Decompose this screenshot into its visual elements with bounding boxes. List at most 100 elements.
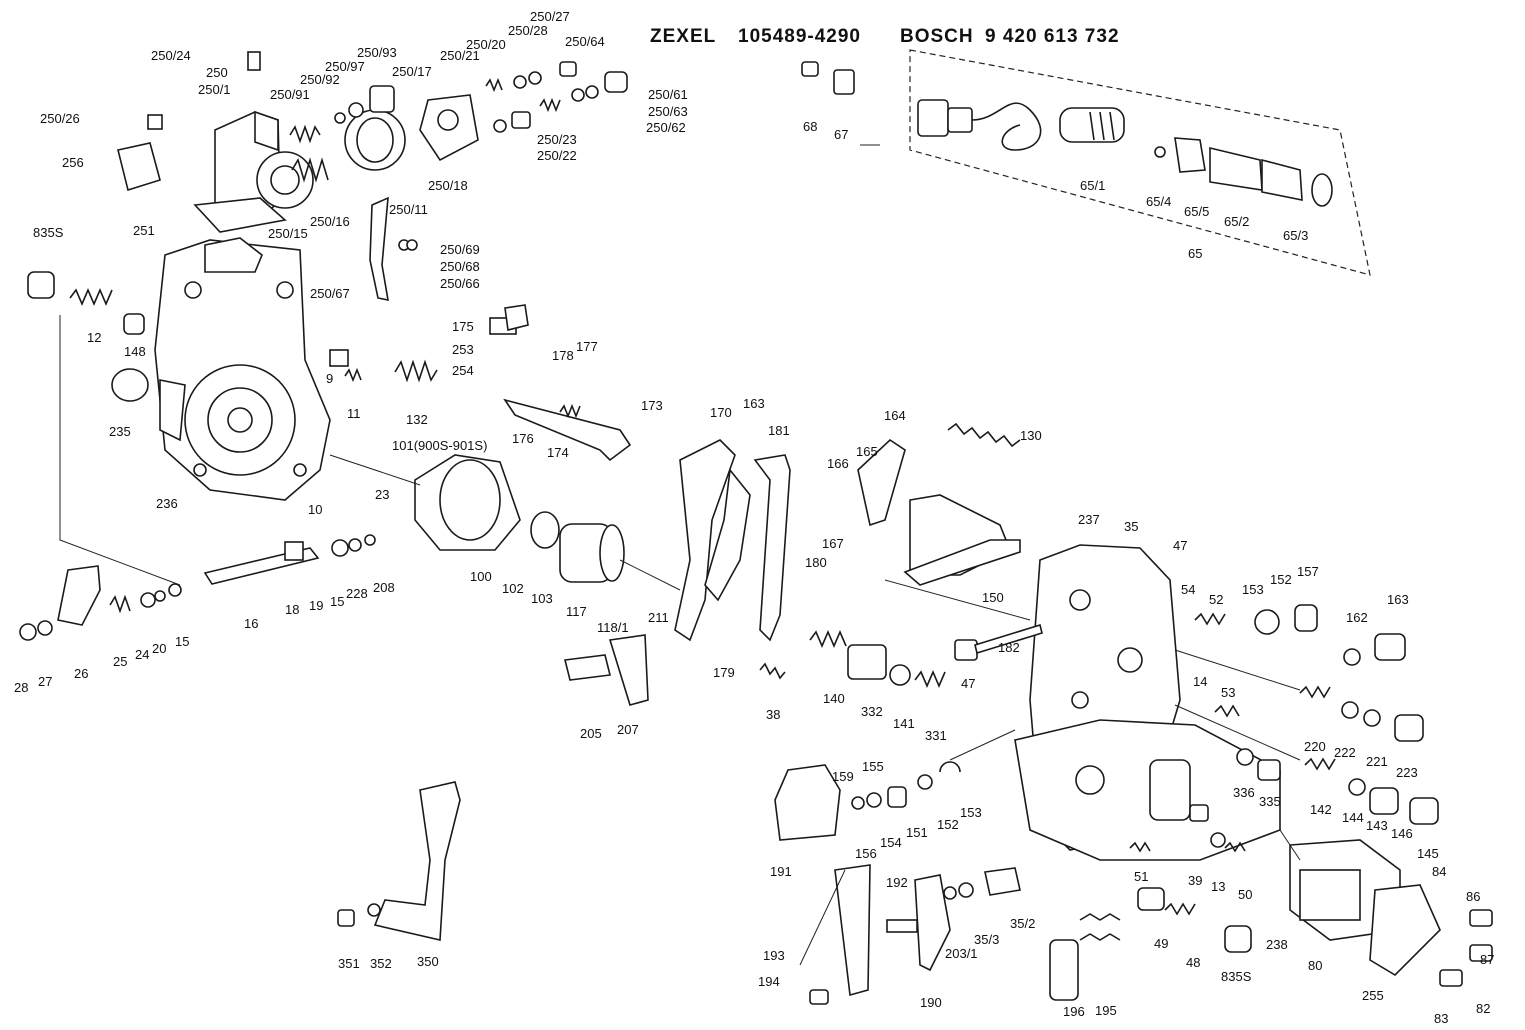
part-callout-label: 153	[960, 805, 982, 820]
part-callouts: 250/24250250/1250/26256250/91250/92250/9…	[14, 9, 1494, 1026]
diagram-header: ZEXEL 105489-4290 BOSCH 9 420 613 732	[650, 26, 1120, 47]
part-number-bosch: 9 420 613 732	[985, 26, 1120, 47]
part-callout-label: 83	[1434, 1011, 1448, 1026]
part-number-zexel: 105489-4290	[738, 26, 861, 47]
part-callout-label: 179	[713, 665, 735, 680]
part-callout-label: 35/2	[1010, 916, 1035, 931]
part-callout-label: 174	[547, 445, 569, 460]
part-callout-label: 250/28	[508, 23, 548, 38]
part-callout-label: 250/68	[440, 259, 480, 274]
lower-parts	[337, 629, 1493, 1005]
part-callout-label: 250/61	[648, 87, 688, 102]
part-callout-label: 152	[1270, 572, 1292, 587]
part-callout-label: 166	[827, 456, 849, 471]
part-callout-label: 250/15	[268, 226, 308, 241]
part-callout-label: 250/21	[440, 48, 480, 63]
part-callout-label: 332	[861, 704, 883, 719]
part-callout-label: 155	[862, 759, 884, 774]
part-callout-label: 250/23	[537, 132, 577, 147]
part-callout-label: 191	[770, 864, 792, 879]
part-callout-label: 101(900S-901S)	[392, 438, 487, 453]
part-callout-label: 53	[1221, 685, 1235, 700]
part-callout-label: 177	[576, 339, 598, 354]
part-callout-label: 152	[937, 817, 959, 832]
part-callout-label: 14	[1193, 674, 1207, 689]
part-callout-label: 49	[1154, 936, 1168, 951]
part-callout-label: 220	[1304, 739, 1326, 754]
part-callout-label: 222	[1334, 745, 1356, 760]
part-callout-label: 15	[175, 634, 189, 649]
part-callout-label: 193	[763, 948, 785, 963]
part-callout-label: 145	[1417, 846, 1439, 861]
part-callout-label: 102	[502, 581, 524, 596]
part-callout-label: 250/64	[565, 34, 605, 49]
part-callout-label: 141	[893, 716, 915, 731]
part-callout-label: 250/66	[440, 276, 480, 291]
brand-zexel: ZEXEL	[650, 26, 716, 47]
part-callout-label: 250/62	[646, 120, 686, 135]
part-callout-label: 250/69	[440, 242, 480, 257]
part-callout-label: 9	[326, 371, 333, 386]
part-callout-label: 250/16	[310, 214, 350, 229]
flyweight-assembly	[19, 454, 625, 641]
part-callout-label: 156	[855, 846, 877, 861]
lever-assembly	[369, 196, 1021, 706]
part-callout-label: 151	[906, 825, 928, 840]
part-callout-label: 182	[998, 640, 1020, 655]
part-callout-label: 150	[982, 590, 1004, 605]
part-callout-label: 250/92	[300, 72, 340, 87]
part-callout-label: 163	[1387, 592, 1409, 607]
part-callout-label: 142	[1310, 802, 1332, 817]
part-callout-label: 117	[566, 604, 587, 619]
part-callout-label: 15	[330, 594, 344, 609]
part-callout-label: 250/67	[310, 286, 350, 301]
part-callout-label: 250/22	[537, 148, 577, 163]
part-callout-label: 170	[710, 405, 732, 420]
part-callout-label: 164	[884, 408, 906, 423]
part-callout-label: 48	[1186, 955, 1200, 970]
part-callout-label: 256	[62, 155, 84, 170]
part-callout-label: 159	[832, 769, 854, 784]
part-callout-label: 82	[1476, 1001, 1490, 1016]
part-callout-label: 250/20	[466, 37, 506, 52]
part-callout-label: 238	[1266, 937, 1288, 952]
part-callout-label: 251	[133, 223, 155, 238]
part-callout-label: 192	[886, 875, 908, 890]
part-callout-label: 47	[961, 676, 975, 691]
part-callout-label: 176	[512, 431, 534, 446]
part-callout-label: 250/91	[270, 87, 310, 102]
part-callout-label: 250/27	[530, 9, 570, 24]
part-callout-label: 118/1	[597, 620, 629, 635]
part-callout-label: 25	[113, 654, 127, 669]
part-callout-label: 23	[375, 487, 389, 502]
part-callout-label: 228	[346, 586, 368, 601]
part-callout-label: 254	[452, 363, 474, 378]
part-callout-label: 18	[285, 602, 299, 617]
part-callout-label: 80	[1308, 958, 1322, 973]
part-callout-label: 67	[834, 127, 848, 142]
part-callout-label: 12	[87, 330, 101, 345]
part-callout-label: 86	[1466, 889, 1480, 904]
leader-lines	[59, 144, 1301, 966]
part-callout-label: 162	[1346, 610, 1368, 625]
part-callout-label: 221	[1366, 754, 1388, 769]
part-callout-label: 196	[1063, 1004, 1085, 1019]
part-callout-label: 54	[1181, 582, 1195, 597]
part-callout-label: 250/24	[151, 48, 191, 63]
part-callout-label: 253	[452, 342, 474, 357]
governor-cover-assembly	[117, 51, 628, 233]
part-callout-label: 65	[1188, 246, 1202, 261]
part-callout-label: 236	[156, 496, 178, 511]
part-callout-label: 87	[1480, 952, 1494, 967]
part-callout-label: 148	[124, 344, 146, 359]
part-callout-label: 250/93	[357, 45, 397, 60]
part-callout-label: 65/4	[1146, 194, 1171, 209]
part-callout-label: 65/3	[1283, 228, 1308, 243]
part-callout-label: 203/1	[945, 946, 978, 961]
part-callout-label: 165	[856, 444, 878, 459]
part-callout-label: 235	[109, 424, 131, 439]
part-callout-label: 163	[743, 396, 765, 411]
part-callout-label: 352	[370, 956, 392, 971]
part-callout-label: 153	[1242, 582, 1264, 597]
